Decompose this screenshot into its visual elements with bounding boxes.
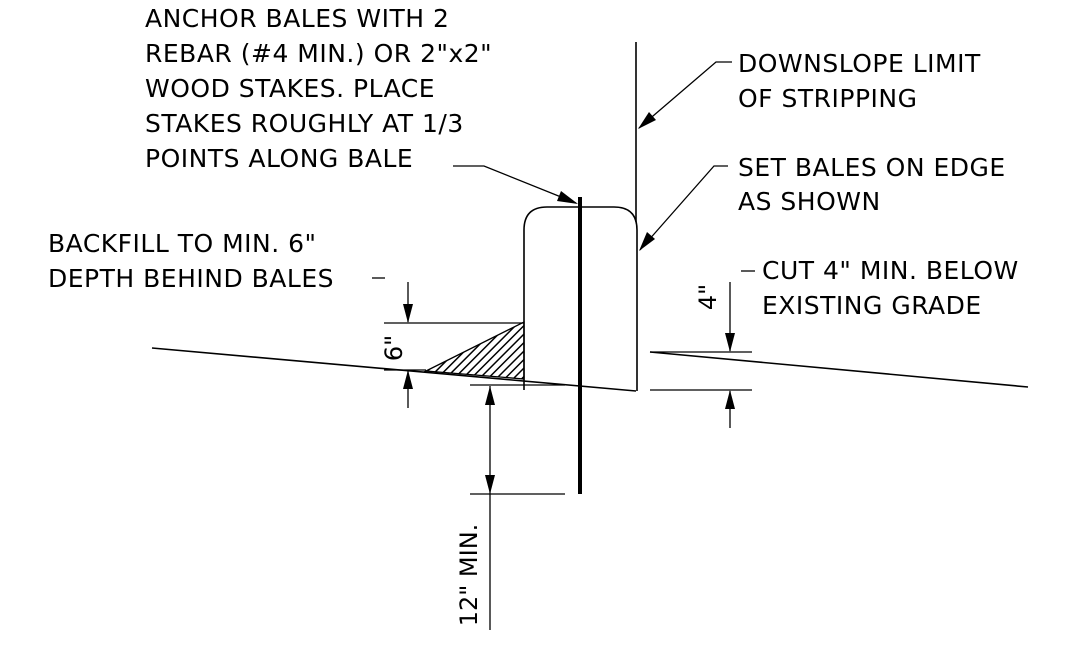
dim-4-arrow-top xyxy=(725,333,735,352)
downslope-note: DOWNSLOPE LIMIT OF STRIPPING xyxy=(738,49,989,113)
anchor-note: ANCHOR BALES WITH 2 REBAR (#4 MIN.) OR 2… xyxy=(145,4,501,173)
downslope-leader-arrow xyxy=(638,112,656,129)
dim-12-arrow-top xyxy=(485,386,495,405)
dim-6-label: 6" xyxy=(380,335,408,361)
backfill-note: BACKFILL TO MIN. 6" DEPTH BEHIND BALES xyxy=(48,229,334,293)
dim-4-label: 4" xyxy=(694,284,722,310)
dim-12-label: 12" MIN. xyxy=(455,524,483,627)
dim-6-arrow-bottom xyxy=(403,370,413,389)
dim-4-arrow-bottom xyxy=(725,390,735,409)
set-bales-note: SET BALES ON EDGE AS SHOWN xyxy=(738,153,1014,216)
set-bales-leader xyxy=(639,165,728,251)
dim-6-arrow-top xyxy=(403,304,413,323)
set-bales-leader-arrow xyxy=(639,232,655,251)
dim-12-arrow-bottom xyxy=(485,475,495,494)
anchor-leader-arrow xyxy=(557,191,578,204)
backfill-hatch xyxy=(423,320,525,380)
downslope-leader xyxy=(638,61,732,129)
anchor-leader xyxy=(453,165,577,204)
cut-note: CUT 4" MIN. BELOW EXISTING GRADE xyxy=(762,256,1027,320)
downslope-ground-line xyxy=(649,351,1029,388)
